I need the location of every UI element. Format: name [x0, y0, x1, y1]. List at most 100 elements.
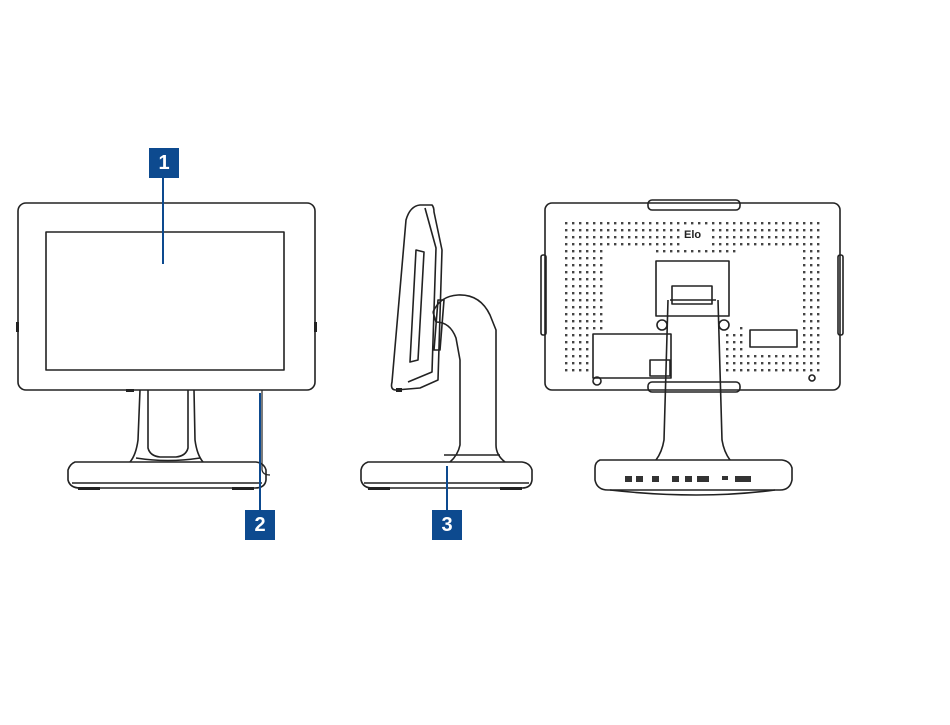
vent-dot: [740, 355, 742, 357]
vent-dot: [579, 285, 581, 287]
vent-dot: [796, 362, 798, 364]
vent-dot: [684, 250, 686, 252]
vent-dot: [761, 243, 763, 245]
vent-dot: [684, 222, 686, 224]
vent-dot: [635, 243, 637, 245]
vent-dot: [796, 355, 798, 357]
vent-dot: [593, 229, 595, 231]
vent-dot: [747, 222, 749, 224]
vent-dot: [782, 222, 784, 224]
vent-dot: [565, 222, 567, 224]
vent-dot: [628, 222, 630, 224]
vent-dot: [754, 243, 756, 245]
vent-dot: [656, 250, 658, 252]
vent-dot: [740, 236, 742, 238]
vent-dot: [726, 334, 728, 336]
vent-dot: [565, 285, 567, 287]
vent-dot: [579, 271, 581, 273]
vent-dot: [803, 229, 805, 231]
vent-dot: [719, 236, 721, 238]
vent-dot: [754, 229, 756, 231]
vent-dot: [817, 278, 819, 280]
vent-dot: [635, 236, 637, 238]
vent-dot: [572, 320, 574, 322]
front-base: [68, 462, 266, 488]
vent-dot: [810, 271, 812, 273]
vent-dot: [810, 334, 812, 336]
vent-dot: [593, 257, 595, 259]
vent-dot: [586, 341, 588, 343]
vent-dot: [572, 264, 574, 266]
vent-dot: [572, 355, 574, 357]
vent-dot: [600, 264, 602, 266]
vent-dot: [733, 229, 735, 231]
vent-dot: [803, 257, 805, 259]
vent-dot: [621, 229, 623, 231]
vent-dot: [726, 348, 728, 350]
vent-dot: [600, 299, 602, 301]
front-stand: [130, 390, 203, 462]
vent-dot: [803, 278, 805, 280]
vent-dot: [810, 222, 812, 224]
vent-dot: [726, 243, 728, 245]
vent-dot: [593, 278, 595, 280]
vent-dot: [747, 362, 749, 364]
vent-dot: [761, 355, 763, 357]
vent-dot: [579, 292, 581, 294]
vent-dot: [803, 341, 805, 343]
vent-dot: [796, 229, 798, 231]
vent-dot: [726, 222, 728, 224]
vent-dot: [803, 299, 805, 301]
vent-dot: [810, 278, 812, 280]
vent-dot: [649, 236, 651, 238]
callout-1-leader: [162, 178, 164, 264]
vent-dot: [677, 236, 679, 238]
vent-dot: [572, 278, 574, 280]
vent-dot: [754, 369, 756, 371]
vent-dot: [565, 313, 567, 315]
vent-dot: [754, 236, 756, 238]
vent-dot: [593, 222, 595, 224]
vent-dot: [796, 236, 798, 238]
vent-dot: [565, 341, 567, 343]
callout-2-badge: 2: [245, 510, 275, 540]
vent-dot: [803, 250, 805, 252]
vent-dot: [565, 271, 567, 273]
vent-dot: [579, 327, 581, 329]
vent-dot: [775, 222, 777, 224]
vent-dot: [740, 334, 742, 336]
vent-dot: [565, 229, 567, 231]
vent-dot: [565, 362, 567, 364]
vent-dot: [796, 243, 798, 245]
vent-dot: [586, 334, 588, 336]
vent-dot: [586, 278, 588, 280]
vent-dot: [607, 229, 609, 231]
vent-dot: [719, 229, 721, 231]
vent-dot: [579, 250, 581, 252]
callout-2-leader: [259, 393, 261, 511]
vent-dot: [810, 369, 812, 371]
vent-dot: [670, 236, 672, 238]
vent-dot: [740, 327, 742, 329]
vent-dot: [810, 243, 812, 245]
vent-dot: [600, 313, 602, 315]
vent-dot: [712, 229, 714, 231]
vent-dot: [565, 257, 567, 259]
vent-dot: [600, 250, 602, 252]
vent-dot: [733, 362, 735, 364]
vent-dot: [579, 341, 581, 343]
vent-dot: [565, 369, 567, 371]
vent-dot: [712, 236, 714, 238]
vent-dot: [572, 341, 574, 343]
vent-dot: [782, 236, 784, 238]
vent-dot: [677, 243, 679, 245]
vent-dot: [817, 327, 819, 329]
vent-dot: [572, 334, 574, 336]
vent-dot: [726, 236, 728, 238]
vent-dot: [593, 271, 595, 273]
vent-dot: [600, 222, 602, 224]
vent-dot: [768, 222, 770, 224]
vent-dot: [817, 271, 819, 273]
vent-dot: [817, 334, 819, 336]
vent-dot: [719, 243, 721, 245]
